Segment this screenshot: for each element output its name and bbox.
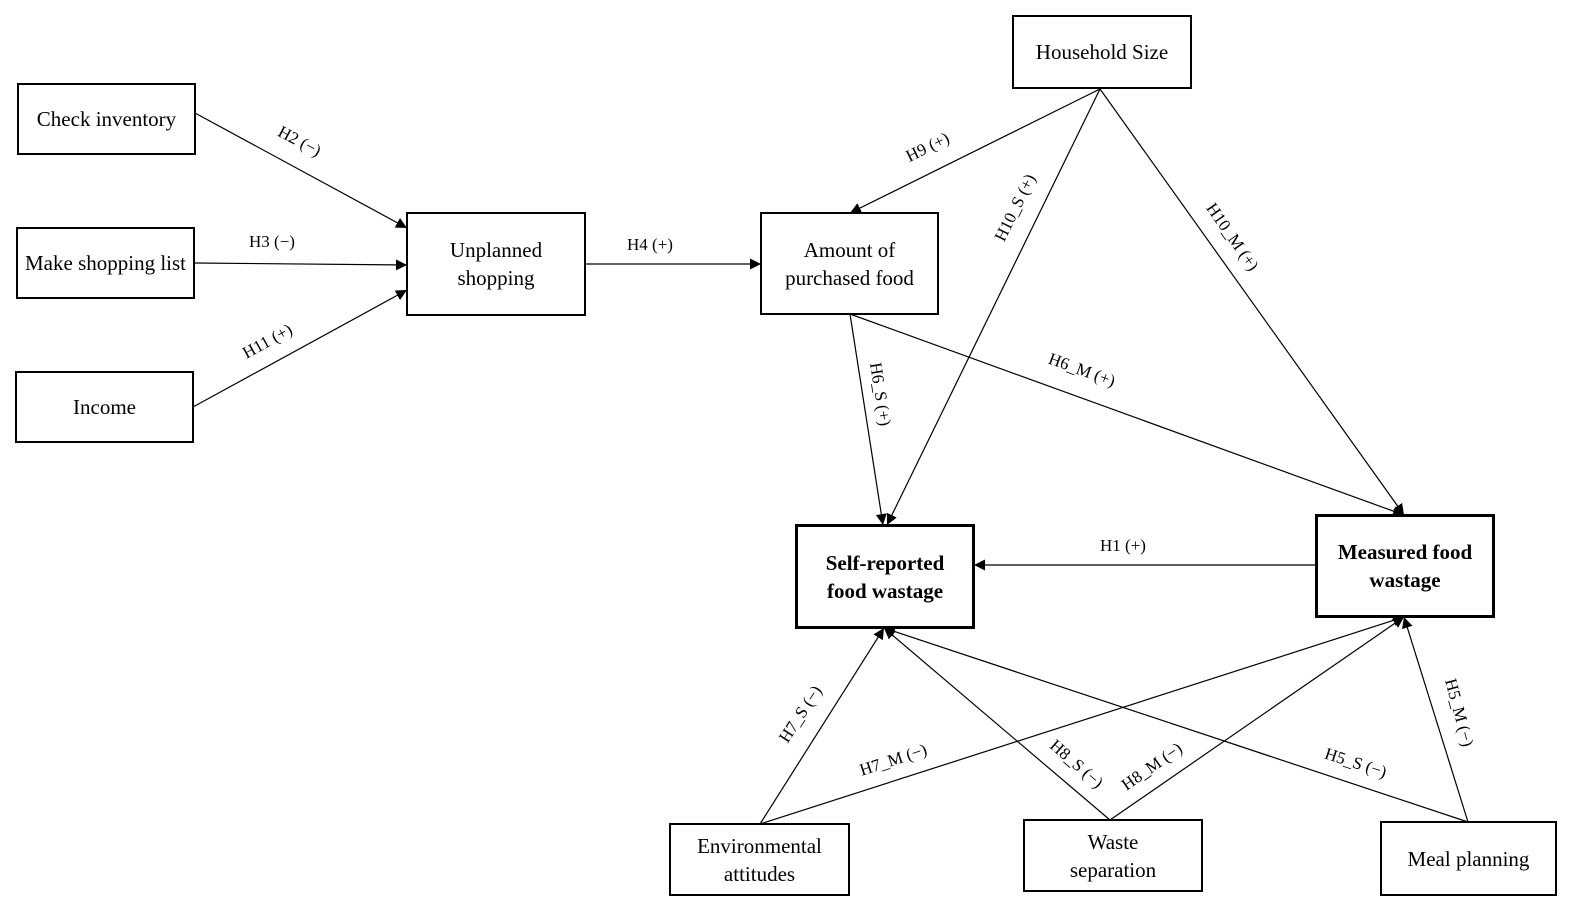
edge-h3-line <box>194 259 408 271</box>
node-make-shopping-list: Make shopping list <box>16 227 195 299</box>
node-unplanned-shopping: Unplanned shopping <box>406 212 586 316</box>
edge-h1-label: H1 (+) <box>1100 536 1146 555</box>
edge-h5m-label: H5_M (−) <box>1441 677 1477 749</box>
edge-h8m-line <box>1109 616 1405 821</box>
node-meal-planning: Meal planning <box>1380 821 1557 896</box>
edge-h6s-label: H6_S (+) <box>866 361 895 427</box>
edge-h5s-line <box>883 626 1469 823</box>
node-environmental-attitudes: Environmental attitudes <box>669 823 850 896</box>
node-measured-food-wastage: Measured food wastage <box>1315 514 1495 618</box>
node-income: Income <box>15 371 194 443</box>
edge-h11-line <box>192 289 408 408</box>
node-amount-purchased-food: Amount of purchased food <box>760 212 939 315</box>
edge-h5m-line <box>1402 616 1469 823</box>
node-self-reported-food-wastage: Self-reported food wastage <box>795 524 975 629</box>
edge-h8m-label: H8_M (−) <box>1118 739 1186 794</box>
edge-h7s-line <box>759 627 885 825</box>
edge-h7m-line <box>759 615 1405 825</box>
edge-h9-label: H9 (+) <box>903 128 953 165</box>
edge-h3-label: H3 (−) <box>249 232 295 251</box>
edge-h6m-line <box>849 313 1405 517</box>
node-waste-separation: Waste separation <box>1023 819 1203 892</box>
edge-h2-label: H2 (−) <box>275 122 324 160</box>
edge-h4-label: H4 (+) <box>627 235 673 254</box>
edge-h8s-line <box>883 627 1111 821</box>
edge-h6m-label: H6_M (+) <box>1046 349 1118 391</box>
edge-h2-line <box>194 112 408 229</box>
edge-h7s-label: H7_S (−) <box>775 682 826 746</box>
edge-h8s-label: H8_S (−) <box>1046 736 1107 792</box>
edge-h10s-line <box>886 88 1101 526</box>
edge-h5s-label: H5_S (−) <box>1322 744 1389 782</box>
node-check-inventory: Check inventory <box>17 83 196 155</box>
edge-h10m-line <box>1099 88 1405 516</box>
edge-h9-line <box>849 88 1101 214</box>
edge-h10s-label: H10_S (+) <box>991 171 1040 244</box>
edge-h6s-line <box>849 313 887 526</box>
node-household-size: Household Size <box>1012 15 1192 89</box>
edge-h10m-label: H10_M (+) <box>1202 199 1262 274</box>
